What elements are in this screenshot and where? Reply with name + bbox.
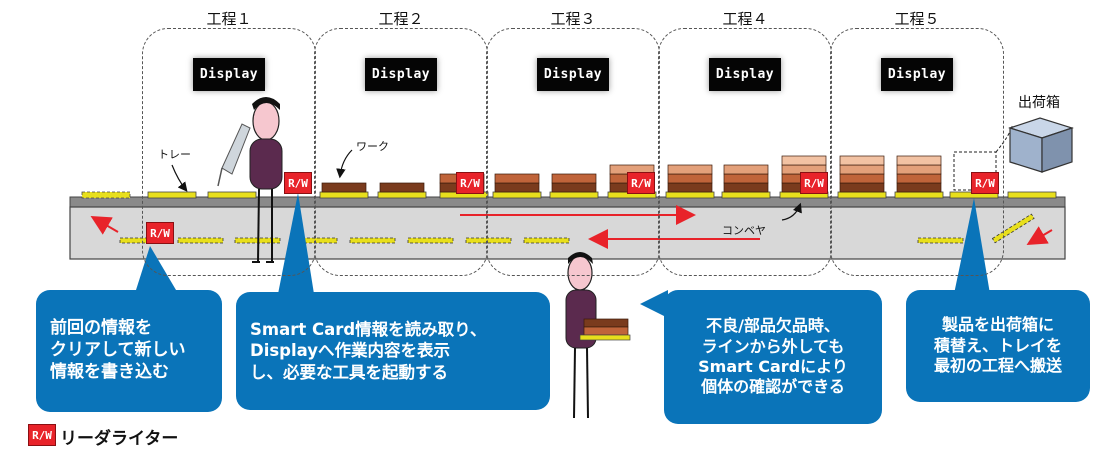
process-box-1 [142,28,316,276]
callout-clear-write: 前回の情報を クリアして新しい 情報を書き込む [36,290,222,412]
callout-4-line-1: 製品を出荷箱に [941,315,1054,335]
rw-badge-process-5: R/W [971,172,999,194]
callout-2-line-3: し、必要な工具を起動する [250,362,448,382]
flow-arrows [90,205,1053,249]
shipping-box-icon [1008,117,1074,173]
process-box-2 [314,28,488,276]
process-box-5 [830,28,1004,276]
callout-ship-transfer: 製品を出荷箱に 積替え、トレイを 最初の工程へ搬送 [906,290,1090,402]
callout-1-line-2: クリアして新しい [50,340,186,361]
display-2: Display [365,58,437,91]
conveyor [69,196,1066,260]
rw-badge-process-1: R/W [284,172,312,194]
callout-1-line-1: 前回の情報を [50,318,152,339]
process-label-3: 工程３ [550,10,596,28]
callout-4-line-3: 最初の工程へ搬送 [933,356,1062,376]
rw-badge-return: R/W [146,222,174,244]
display-4: Display [709,58,781,91]
tray-label: トレー [158,148,191,161]
conveyor-label: コンベヤ [722,224,766,237]
display-5: Display [881,58,953,91]
rw-badge-process-3: R/W [627,172,655,194]
display-1: Display [193,58,265,91]
work-label: ワーク [356,140,389,153]
process-label-2: 工程２ [378,10,424,28]
callout-defect-tracking: 不良/部品欠品時、 ラインから外しても Smart Cardにより 個体の確認が… [664,290,882,424]
process-label-5: 工程５ [894,10,940,28]
top-trays [147,191,1057,199]
process-box-3 [486,28,660,276]
process-label-1: 工程１ [206,10,252,28]
callout-3-line-2: ラインから外しても [701,336,845,356]
process-label-4: 工程４ [722,10,768,28]
process-box-4 [658,28,832,276]
rw-badge-process-2: R/W [456,172,484,194]
callout-read-display: Smart Card情報を読み取り、 Displayへ作業内容を表示 し、必要な… [236,292,550,410]
legend-rw-badge: R/W [28,424,56,446]
legend-text: リーダライター [60,429,179,449]
callout-2-line-1: Smart Card情報を読み取り、 [250,320,487,340]
callout-2-line-2: Displayへ作業内容を表示 [250,341,451,361]
callout-3-line-4: 個体の確認ができる [701,377,845,397]
callout-4-line-2: 積替え、トレイを [933,335,1062,355]
callout-1-line-3: 情報を書き込む [50,361,169,382]
callout-3-line-1: 不良/部品欠品時、 [706,316,840,336]
rw-badge-process-4: R/W [800,172,828,194]
shipping-box-label: 出荷箱 [1018,95,1060,111]
leader-lines [171,149,802,221]
display-3: Display [537,58,609,91]
callout-3-line-3: Smart Cardにより [698,357,848,376]
worker-2-figure [565,252,631,419]
worker-1-figure [217,97,283,263]
